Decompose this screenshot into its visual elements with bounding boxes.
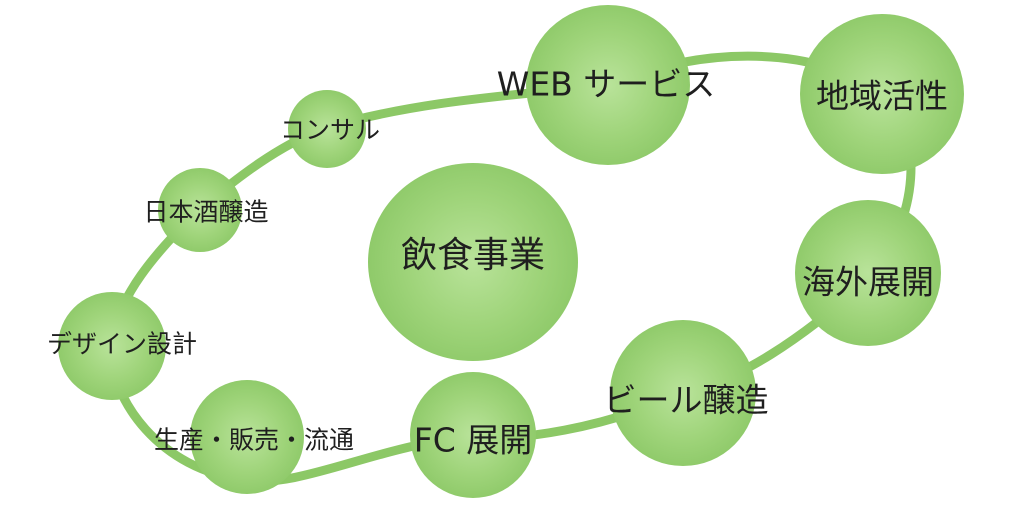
node-label-web: WEB サービス [496, 64, 716, 104]
node-label-seisan: 生産・販売・流通 [153, 425, 355, 455]
node-circle-kaigai [795, 200, 941, 346]
node-circle-seisan [190, 380, 304, 494]
node-label-kaigai: 海外展開 [802, 262, 934, 302]
node-circle-beer [610, 320, 756, 466]
node-circle-sake [158, 168, 242, 252]
node-circle-center [368, 163, 578, 361]
node-circle-design [58, 292, 166, 400]
node-label-fc: FC 展開 [413, 420, 533, 460]
node-circle-consul [288, 90, 366, 168]
node-label-sake: 日本酒醸造 [143, 197, 269, 227]
node-label-chiiki: 地域活性 [816, 76, 948, 116]
node-circle-chiiki [800, 14, 964, 174]
node-label-consul: コンサル [279, 115, 381, 145]
center-label: 飲食事業 [400, 235, 546, 276]
node-label-design: デザイン設計 [46, 329, 198, 359]
node-circle-fc [410, 372, 536, 498]
node-label-beer: ビール醸造 [603, 380, 769, 420]
node-circle-web [526, 5, 690, 165]
